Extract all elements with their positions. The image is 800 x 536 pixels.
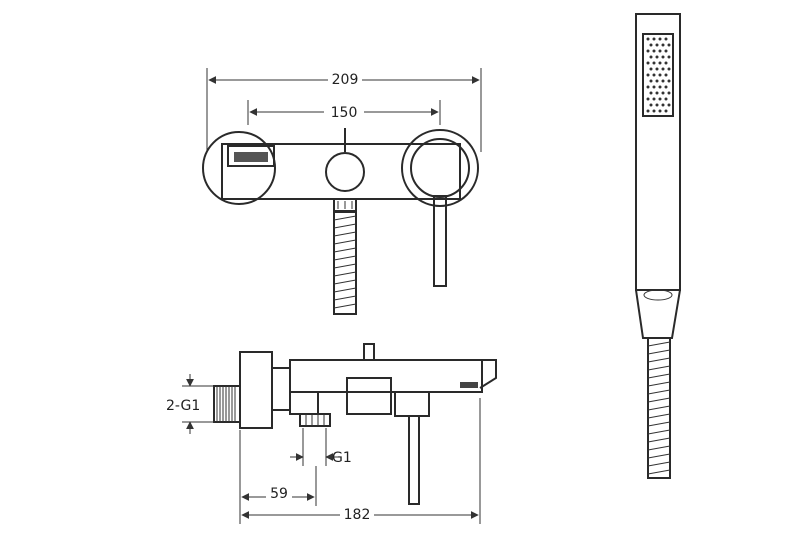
side-spout-tip [479, 359, 497, 389]
dimension-150: 150 [247, 100, 441, 125]
dimension-label-182: 182 [344, 507, 371, 523]
side-diverter-stub [363, 343, 375, 361]
dimension-182: 182 [241, 398, 481, 524]
dimension-59: 59 [239, 430, 317, 524]
side-body [289, 359, 483, 393]
shower-head-face [642, 33, 674, 117]
dimension-label-59: 59 [270, 486, 288, 502]
threaded-inlet [213, 385, 241, 423]
side-nut [271, 367, 291, 411]
dimension-label-209: 209 [332, 72, 359, 88]
side-hose-outlet [299, 413, 331, 427]
spout-front [227, 145, 275, 167]
hose-connector [333, 198, 357, 212]
hose-front [333, 211, 357, 315]
dimension-209: 209 [206, 68, 482, 152]
spray-nozzles [646, 37, 671, 113]
dimension-g1: G1 [290, 428, 352, 466]
left-wall-flange [202, 131, 276, 205]
dimension-label-g1: G1 [332, 450, 352, 466]
dimension-2-g1: 2-G1 [166, 374, 214, 434]
front-view: 209 150 [202, 68, 482, 315]
right-wall-flange [401, 129, 479, 207]
side-inner-cutout [346, 377, 392, 415]
hand-shower [635, 13, 681, 479]
dimension-label-150: 150 [331, 105, 358, 121]
side-wall-flange [239, 351, 273, 429]
shower-hose [647, 337, 671, 479]
dimension-label-2-g1: 2-G1 [166, 398, 200, 414]
shower-handle-taper [635, 289, 681, 339]
lever-handle [433, 195, 447, 287]
diverter-knob [325, 128, 365, 192]
side-view: 2-G1 G1 59 182 [166, 343, 497, 524]
side-lever [408, 415, 420, 505]
side-handle-housing [394, 391, 430, 417]
